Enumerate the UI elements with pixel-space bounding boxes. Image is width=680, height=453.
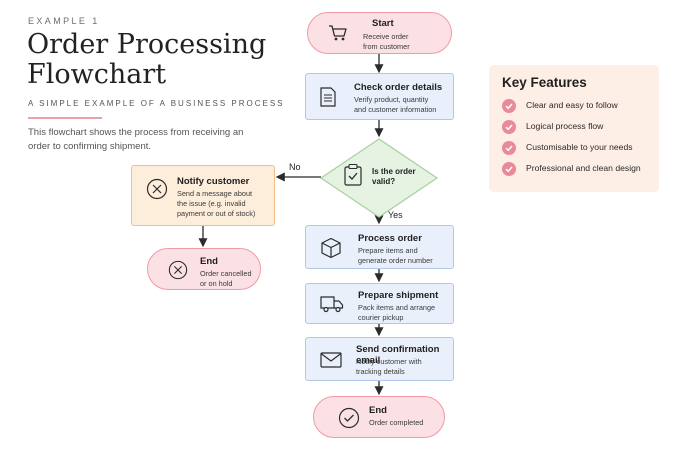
yes-label: Yes: [388, 210, 403, 220]
process-order-desc-line1: Prepare items and: [358, 246, 418, 255]
notify-desc: Send a message about the issue (e.g. inv…: [177, 189, 255, 219]
process-order-desc: Prepare items and generate order number: [358, 246, 433, 266]
page-description: This flowchart shows the process from re…: [28, 127, 244, 152]
prepare-shipment-title: Prepare shipment: [358, 290, 439, 301]
decision-diamond: [319, 138, 439, 218]
page-title: Order Processing Flowchart: [27, 30, 297, 90]
clipboard-check-icon: [344, 163, 362, 186]
x-circle-icon: [168, 260, 188, 280]
end-cancelled-desc-line1: Order cancelled: [200, 269, 252, 278]
confirmation-email-desc-line2: tracking details: [356, 367, 405, 376]
shopping-cart-icon: [329, 25, 347, 41]
process-order-title: Process order: [358, 233, 422, 244]
key-features-title: Key Features: [502, 75, 587, 90]
feature-text: Clear and easy to follow: [526, 100, 618, 110]
truck-icon: [320, 296, 344, 313]
end-completed-node: End Order completed: [313, 396, 445, 438]
end-completed-title: End: [369, 405, 387, 416]
start-desc-line2: from customer: [363, 42, 410, 51]
page-title-line2: Flowchart: [27, 59, 167, 90]
process-order-node: Process order Prepare items and generate…: [305, 225, 454, 269]
accent-divider: [28, 117, 102, 119]
confirmation-email-desc-line1: Notify customer with: [356, 357, 422, 366]
confirmation-email-title: Send confirmation email: [356, 344, 440, 366]
prepare-shipment-desc: Pack items and arrange courier pickup: [358, 303, 435, 323]
notify-title: Notify customer: [177, 176, 250, 187]
x-circle-icon: [146, 178, 168, 200]
document-icon: [320, 87, 336, 107]
confirmation-email-node: Send confirmation email Notify customer …: [305, 337, 454, 381]
decision-question-line1: Is the order: [372, 167, 416, 176]
start-title: Start: [372, 18, 394, 29]
check-circle-icon: [338, 407, 360, 429]
no-label: No: [289, 162, 301, 172]
notify-desc-line1: Send a message about: [177, 189, 253, 198]
check-details-desc: Verify product, quantity and customer in…: [354, 95, 436, 115]
decision-question: Is the order valid?: [372, 167, 416, 187]
end-cancelled-desc: Order cancelled or on hold: [200, 269, 252, 289]
feature-text: Professional and clean design: [526, 163, 641, 173]
start-desc-line1: Receive order: [363, 32, 409, 41]
process-order-desc-line2: generate order number: [358, 256, 433, 265]
notify-desc-line3: payment or out of stock): [177, 209, 256, 218]
end-cancelled-desc-line2: or on hold: [200, 279, 233, 288]
start-desc: Receive order from customer: [363, 32, 410, 52]
feature-text: Logical process flow: [526, 121, 604, 131]
decision-question-line2: valid?: [372, 177, 396, 186]
check-details-desc-line1: Verify product, quantity: [354, 95, 429, 104]
feature-text: Customisable to your needs: [526, 142, 633, 152]
prepare-shipment-node: Prepare shipment Pack items and arrange …: [305, 283, 454, 324]
end-cancelled-node: End Order cancelled or on hold: [147, 248, 261, 290]
start-node: Start Receive order from customer: [307, 12, 452, 54]
notify-desc-line2: the issue (e.g. invalid: [177, 199, 246, 208]
end-completed-desc-line1: Order completed: [369, 418, 424, 427]
check-details-node: Check order details Verify product, quan…: [305, 73, 454, 120]
page-subtitle: A SIMPLE EXAMPLE OF A BUSINESS PROCESS: [28, 99, 285, 108]
envelope-icon: [320, 352, 342, 368]
prepare-shipment-desc-line2: courier pickup: [358, 313, 404, 322]
check-details-title: Check order details: [354, 82, 443, 93]
confirmation-email-desc: Notify customer with tracking details: [356, 357, 422, 377]
end-cancelled-title: End: [200, 256, 218, 267]
check-icon: [502, 141, 516, 155]
page-title-line1: Order Processing: [27, 29, 267, 60]
end-completed-desc: Order completed: [369, 418, 423, 428]
check-icon: [502, 120, 516, 134]
key-features-panel: Key Features Clear and easy to follow Lo…: [489, 65, 659, 192]
box-icon: [321, 237, 341, 259]
check-icon: [502, 162, 516, 176]
notify-customer-node: Notify customer Send a message about the…: [131, 165, 275, 226]
check-details-desc-line2: and customer information: [354, 105, 437, 114]
prepare-shipment-desc-line1: Pack items and arrange: [358, 303, 436, 312]
check-icon: [502, 99, 516, 113]
eyebrow-label: EXAMPLE 1: [28, 16, 100, 26]
